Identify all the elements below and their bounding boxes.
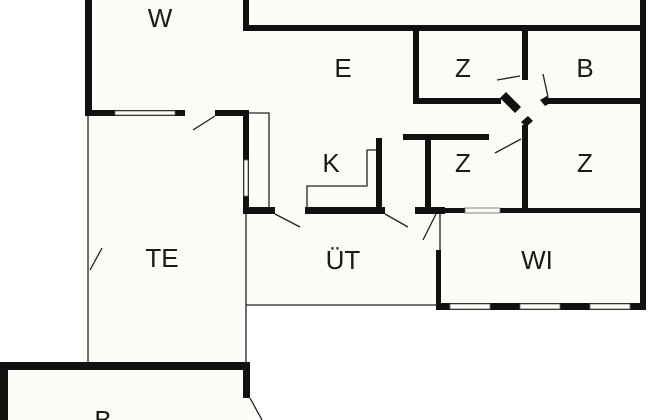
room-label-ut: ÜT: [326, 245, 361, 275]
room-label-z1: Z: [455, 53, 471, 83]
room-label-b1: B: [576, 53, 593, 83]
room-label-w: W: [148, 3, 173, 33]
room-label-e: E: [334, 53, 351, 83]
thin-lines: [87, 73, 549, 420]
room-labels: W E Z B K Z Z TE ÜT WI B: [94, 3, 593, 420]
room-label-te: TE: [145, 243, 178, 273]
room-label-k: K: [322, 148, 340, 178]
room-label-z3: Z: [577, 148, 593, 178]
room-label-wi: WI: [521, 245, 553, 275]
room-label-b2: B: [94, 405, 111, 420]
room-label-z2: Z: [455, 148, 471, 178]
